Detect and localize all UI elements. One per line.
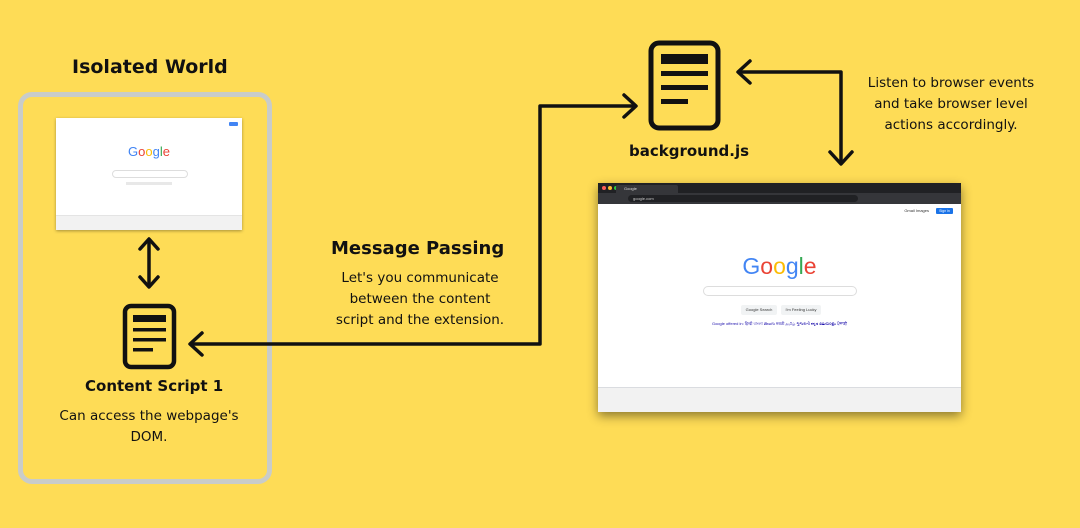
browser-lucky-button: I'm Feeling Lucky	[781, 305, 821, 315]
browser-window-screenshot: Google google.com Gmail Images Sign in G…	[598, 183, 961, 412]
browser-languages: Google offered in: हिन्दी বাংলা తెలుగు म…	[711, 321, 848, 326]
isolated-world-title: Isolated World	[72, 56, 228, 78]
content-script-desc-line1: Can access the webpage's	[59, 408, 239, 424]
message-passing-title: Message Passing	[331, 238, 505, 259]
mini-search-buttons	[126, 182, 172, 185]
browser-search-button: Google Search	[741, 305, 777, 315]
message-passing-line2: between the content	[349, 291, 491, 307]
isolated-world-box	[18, 92, 272, 484]
mini-footer	[56, 215, 242, 230]
browser-footer	[598, 387, 961, 412]
browser-url: google.com	[628, 195, 858, 202]
browser-top-links: Gmail Images	[904, 208, 929, 213]
background-desc-line2: and take browser level	[874, 96, 1028, 112]
double-arrow-icon	[138, 237, 160, 289]
background-js-label: background.js	[629, 142, 750, 160]
content-script-label: Content Script 1	[85, 377, 224, 395]
close-dot-icon	[602, 186, 606, 190]
content-script-description: Can access the webpage's DOM.	[40, 406, 258, 448]
browser-tab-bar: Google	[598, 183, 961, 193]
background-desc-line1: Listen to browser events	[867, 75, 1035, 91]
background-desc-line3: actions accordingly.	[884, 117, 1018, 133]
mini-search-box	[112, 170, 188, 178]
background-document-icon	[648, 40, 721, 131]
browser-google-logo: Google	[742, 253, 817, 279]
browser-url-bar: google.com	[598, 193, 961, 204]
message-passing-line1: Let's you communicate	[341, 270, 499, 286]
browser-events-arrow	[736, 59, 854, 166]
browser-tab: Google	[616, 185, 678, 193]
mini-signin-button	[229, 122, 238, 126]
mini-webpage-screenshot: Google	[56, 118, 242, 230]
content-script-document-icon	[122, 303, 177, 370]
content-script-desc-line2: DOM.	[130, 429, 168, 445]
message-passing-arrow	[188, 93, 638, 357]
minimize-dot-icon	[608, 186, 612, 190]
message-passing-description: Let's you communicate between the conten…	[322, 268, 518, 331]
browser-signin-button: Sign in	[936, 208, 953, 214]
browser-search-box	[703, 286, 857, 296]
message-passing-line3: script and the extension.	[335, 312, 505, 328]
background-description: Listen to browser events and take browse…	[852, 73, 1050, 136]
mini-google-logo: Google	[128, 144, 170, 159]
